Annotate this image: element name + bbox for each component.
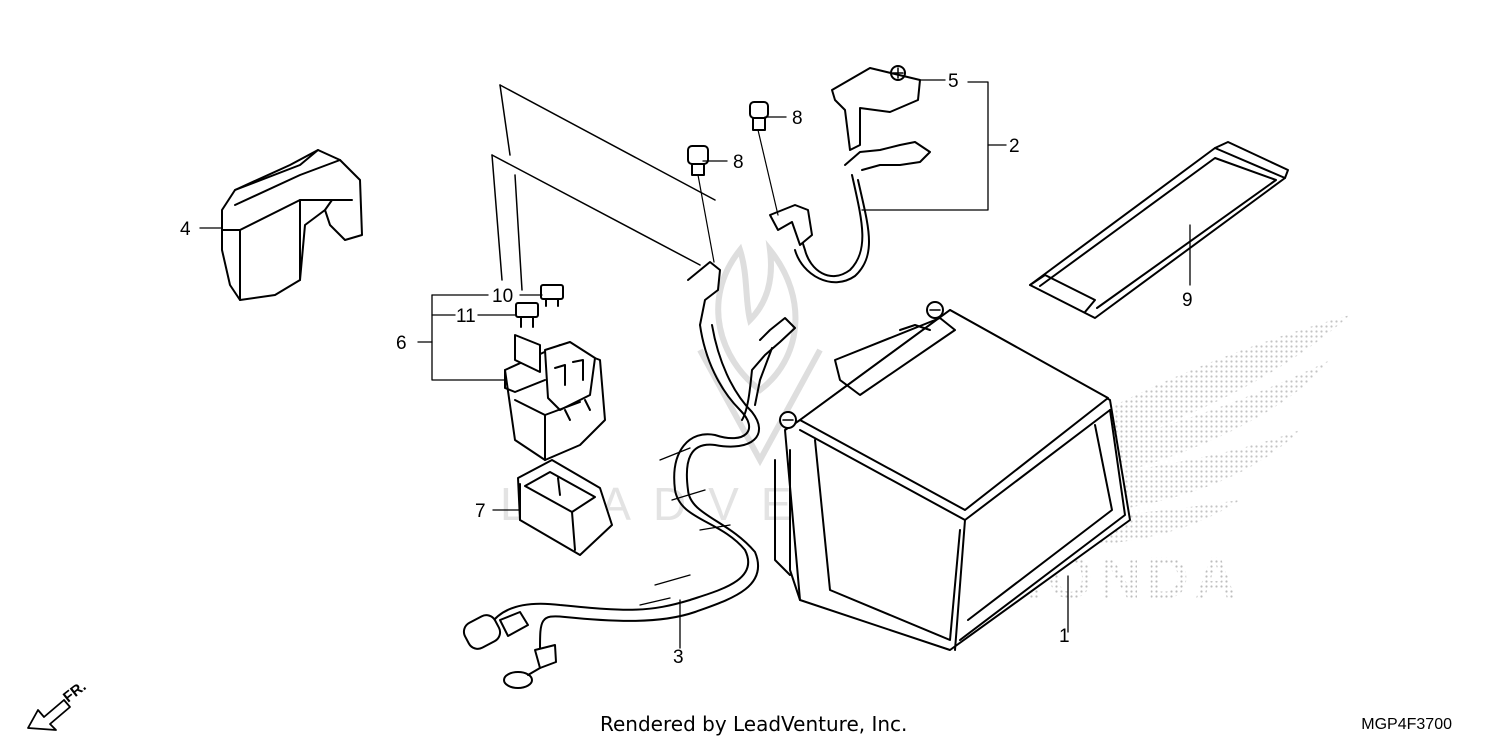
bolt-upper[interactable] bbox=[749, 101, 769, 131]
fuse-11[interactable] bbox=[515, 302, 539, 328]
sub-harness[interactable] bbox=[460, 261, 796, 689]
render-credit: Rendered by LeadVenture, Inc. bbox=[600, 712, 908, 736]
starter-relay[interactable] bbox=[504, 334, 606, 461]
battery[interactable] bbox=[774, 301, 1131, 651]
bolt-lower-guide bbox=[697, 174, 715, 263]
leadventure-flame-watermark bbox=[697, 239, 823, 467]
callout-2[interactable]: 2 bbox=[1009, 136, 1020, 157]
callout-8-lower[interactable]: 8 bbox=[733, 152, 744, 173]
callout-5[interactable]: 5 bbox=[948, 71, 959, 92]
battery-cover-cap[interactable] bbox=[221, 149, 363, 301]
assembly-guide-lines bbox=[491, 84, 716, 291]
relay-cover[interactable] bbox=[517, 459, 613, 556]
diagram-code: MGP4F3700 bbox=[1361, 716, 1452, 733]
battery-band[interactable] bbox=[1029, 141, 1289, 319]
front-direction-arrow bbox=[27, 699, 71, 731]
callout-11[interactable]: 11 bbox=[456, 306, 476, 327]
callout-3[interactable]: 3 bbox=[673, 647, 684, 668]
callout-9[interactable]: 9 bbox=[1182, 290, 1193, 311]
callout-leaders bbox=[199, 79, 1191, 649]
callout-7[interactable]: 7 bbox=[475, 501, 486, 522]
callout-1[interactable]: 1 bbox=[1059, 626, 1070, 647]
battery-cable-assembly[interactable] bbox=[769, 65, 931, 284]
callout-8-upper[interactable]: 8 bbox=[792, 108, 803, 129]
fuse-10[interactable] bbox=[540, 284, 564, 307]
bolt-upper-guide bbox=[757, 129, 779, 216]
callout-4[interactable]: 4 bbox=[180, 219, 191, 240]
callout-6[interactable]: 6 bbox=[396, 333, 407, 354]
callout-10[interactable]: 10 bbox=[492, 286, 513, 307]
